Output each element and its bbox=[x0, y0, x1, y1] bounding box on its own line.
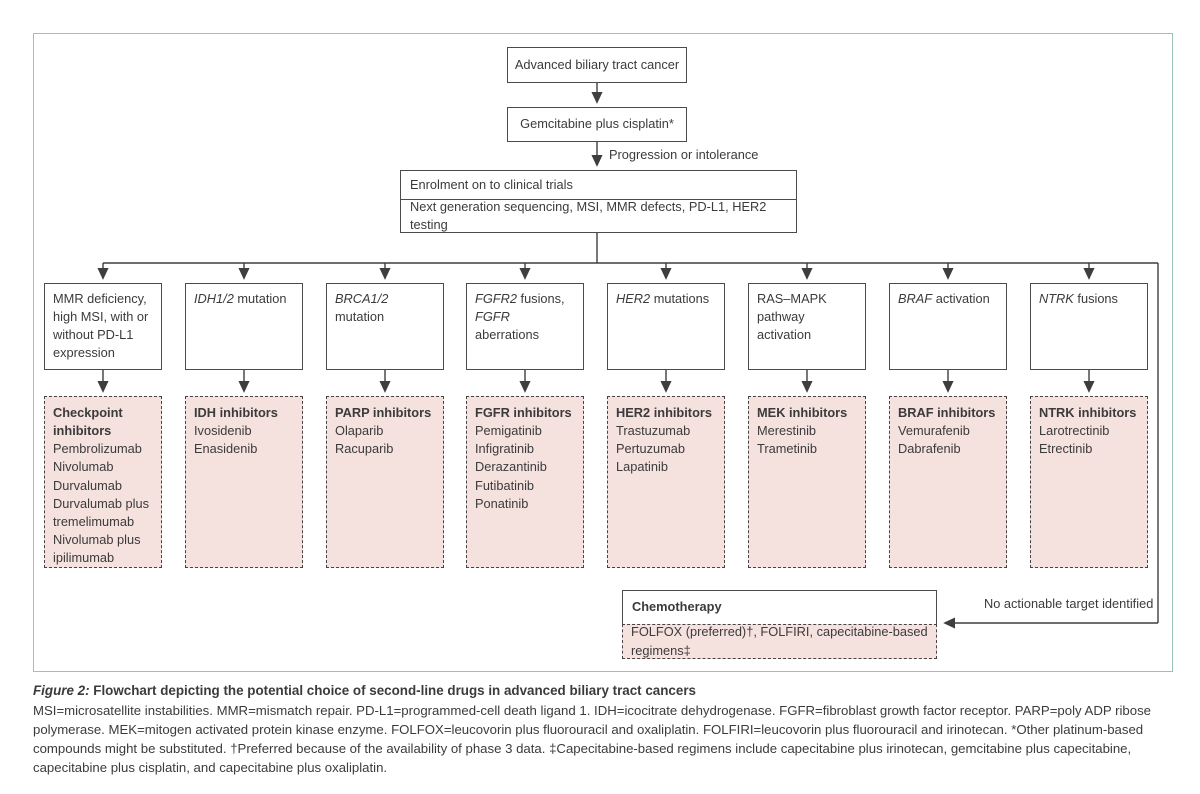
drug-list: Trastuzumab Pertuzumab Lapatinib bbox=[616, 423, 691, 475]
branch-label: NTRK fusions bbox=[1039, 291, 1118, 306]
drug-list: Pemigatinib Infigratinib Derazantinib Fu… bbox=[475, 423, 547, 511]
drug-box-mek-inhibitors: MEK inhibitors Merestinib Trametinib bbox=[748, 396, 866, 568]
drug-class-label: BRAF inhibitors bbox=[898, 405, 996, 420]
drug-class-label: MEK inhibitors bbox=[757, 405, 848, 420]
drug-box-idh-inhibitors: IDH inhibitors Ivosidenib Enasidenib bbox=[185, 396, 303, 568]
branch-label: MMR deficiency, high MSI, with or withou… bbox=[53, 291, 149, 361]
drug-box-parp-inhibitors: PARP inhibitors Olaparib Racuparib bbox=[326, 396, 444, 568]
testing-label: Next generation sequencing, MSI, MMR def… bbox=[410, 198, 767, 232]
drug-list: Vemurafenib Dabrafenib bbox=[898, 423, 970, 457]
enrolment-label: Enrolment on to clinical trials bbox=[410, 176, 573, 192]
branch-label: RAS–MAPK pathway activation bbox=[757, 291, 827, 343]
branch-label: IDH1/2 mutation bbox=[194, 291, 287, 306]
drug-list: Larotrectinib Etrectinib bbox=[1039, 423, 1110, 457]
branch-box-braf: BRAF activation bbox=[889, 283, 1007, 370]
drug-class-label: HER2 inhibitors bbox=[616, 405, 712, 420]
chemotherapy-label: Chemotherapy bbox=[632, 599, 722, 615]
branch-label: BRCA1/2 mutation bbox=[335, 291, 389, 325]
branch-box-her2: HER2 mutations bbox=[607, 283, 725, 370]
branch-label: FGFR2 fusions, bbox=[475, 291, 565, 306]
branch-box-idh: IDH1/2 mutation bbox=[185, 283, 303, 370]
branch-box-mmr: MMR deficiency, high MSI, with or withou… bbox=[44, 283, 162, 370]
drug-class-label: PARP inhibitors bbox=[335, 405, 432, 420]
drug-box-ntrk-inhibitors: NTRK inhibitors Larotrectinib Etrectinib bbox=[1030, 396, 1148, 568]
figure-number-label: Figure 2: bbox=[33, 683, 90, 698]
drug-box-checkpoint-inhibitors: Checkpoint inhibitors Pembrolizumab Nivo… bbox=[44, 396, 162, 568]
drug-list: Ivosidenib Enasidenib bbox=[194, 423, 258, 457]
no-actionable-target-label: No actionable target identified bbox=[984, 596, 1154, 611]
first-line-therapy-label: Gemcitabine plus cisplatin* bbox=[520, 116, 674, 132]
drug-class-label: NTRK inhibitors bbox=[1039, 405, 1137, 420]
testing-box: Next generation sequencing, MSI, MMR def… bbox=[400, 199, 797, 233]
figure-caption-body: MSI=microsatellite instabilities. MMR=mi… bbox=[33, 703, 1152, 775]
first-line-therapy-box: Gemcitabine plus cisplatin* bbox=[507, 107, 687, 142]
drug-box-braf-inhibitors: BRAF inhibitors Vemurafenib Dabrafenib bbox=[889, 396, 1007, 568]
drug-box-her2-inhibitors: HER2 inhibitors Trastuzumab Pertuzumab L… bbox=[607, 396, 725, 568]
root-box-label: Advanced biliary tract cancer bbox=[514, 56, 680, 72]
branch-label: BRAF activation bbox=[898, 291, 990, 306]
chemotherapy-box: Chemotherapy bbox=[622, 590, 937, 625]
drug-list: Olaparib Racuparib bbox=[335, 423, 394, 457]
progression-label: Progression or intolerance bbox=[609, 147, 759, 162]
drug-class-label: FGFR inhibitors bbox=[475, 405, 572, 420]
chemotherapy-regimens-label: FOLFOX (preferred)†, FOLFIRI, capecitabi… bbox=[631, 624, 928, 658]
chemotherapy-regimens-box: FOLFOX (preferred)†, FOLFIRI, capecitabi… bbox=[622, 624, 937, 659]
drug-class-label: Checkpoint inhibitors bbox=[53, 405, 123, 439]
drug-list: Merestinib Trametinib bbox=[757, 423, 817, 457]
enrolment-box: Enrolment on to clinical trials bbox=[400, 170, 797, 200]
root-box: Advanced biliary tract cancer bbox=[507, 47, 687, 83]
branch-box-ras-mapk: RAS–MAPK pathway activation bbox=[748, 283, 866, 370]
drug-class-label: IDH inhibitors bbox=[194, 405, 278, 420]
branch-label: HER2 mutations bbox=[616, 291, 710, 306]
figure-title-text: Flowchart depicting the potential choice… bbox=[89, 683, 696, 698]
figure-caption-title: Figure 2: Flowchart depicting the potent… bbox=[33, 682, 1169, 700]
branch-box-fgfr: FGFR2 fusions, FGFR aberrations bbox=[466, 283, 584, 370]
drug-list: Pembrolizumab Nivolumab Durvalumab Durva… bbox=[53, 441, 150, 566]
branch-box-brca: BRCA1/2 mutation bbox=[326, 283, 444, 370]
drug-box-fgfr-inhibitors: FGFR inhibitors Pemigatinib Infigratinib… bbox=[466, 396, 584, 568]
branch-label-line2: FGFR aberrations bbox=[475, 309, 540, 343]
branch-box-ntrk: NTRK fusions bbox=[1030, 283, 1148, 370]
